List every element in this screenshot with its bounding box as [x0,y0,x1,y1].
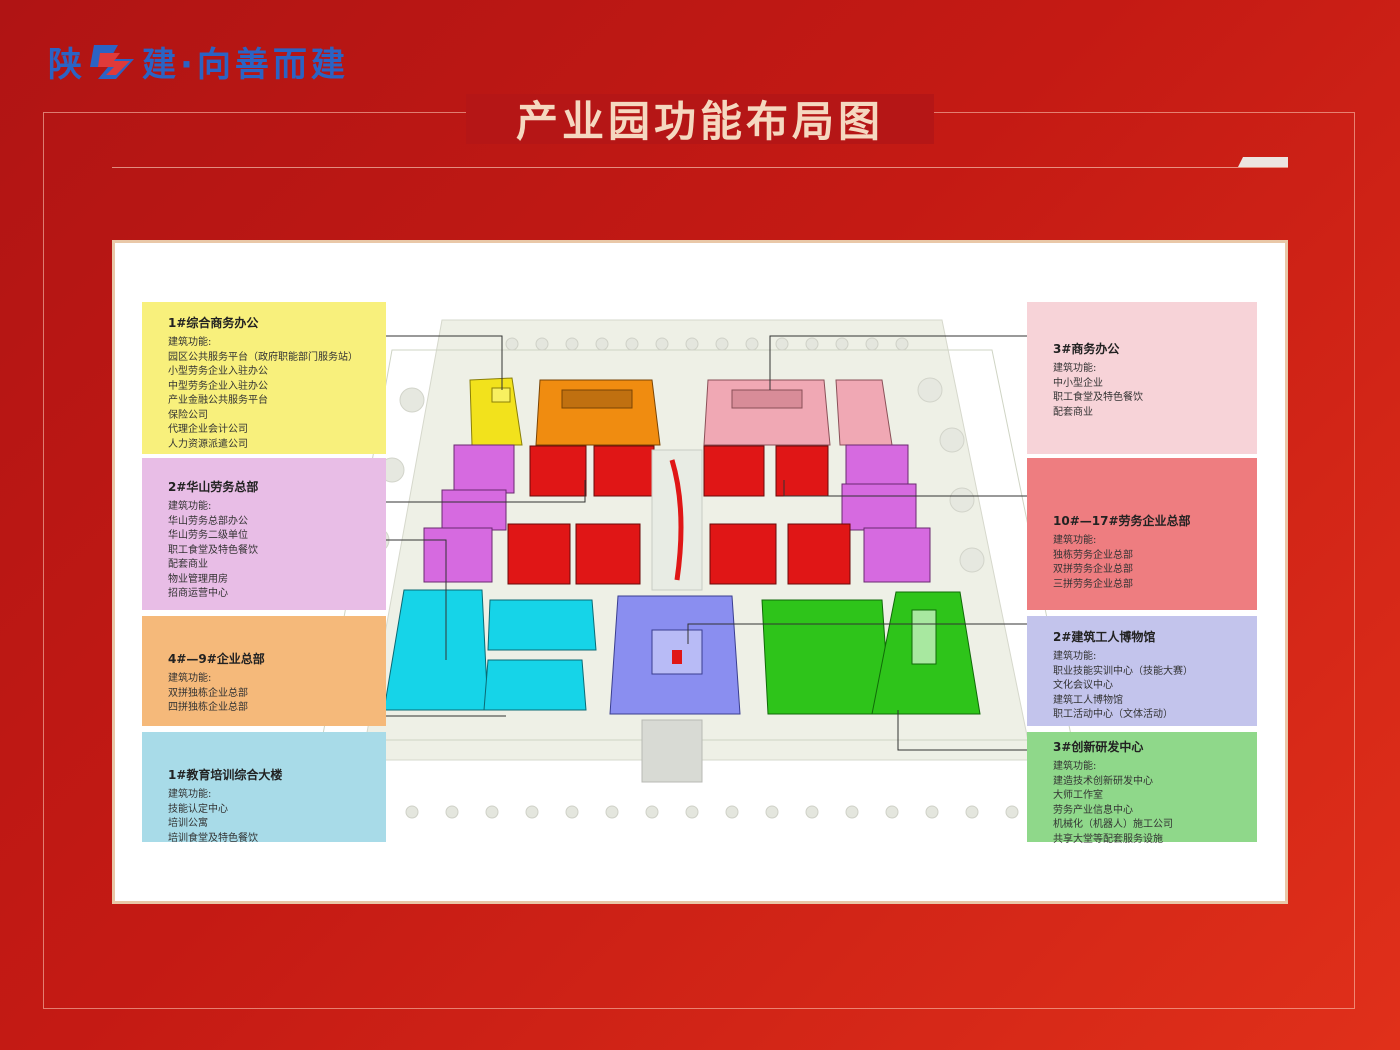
info-line: 中型劳务企业入驻办公 [168,380,268,392]
info-line: 职工活动中心（文体活动） [1053,709,1173,720]
info-line: 双拼独栋企业总部 [168,687,248,699]
info-box-3-business-office: 3#商务办公 建筑功能: 中小型企业 职工食堂及特色餐饮 配套商业 [1027,302,1257,454]
info-line: 大师工作室 [1053,790,1103,801]
logo-chevron-icon [90,45,134,79]
info-line: 培训食堂及特色餐饮 [168,832,258,844]
info-line: 四拼独栋企业总部 [168,702,248,713]
building-orange [535,379,661,446]
tree-row-bottom [405,805,1019,819]
info-line: 三拼劳务企业总部 [1053,578,1133,590]
info-line: 保险公司 [168,409,208,421]
info-line: 建筑功能: [1053,363,1097,374]
info-box-3-innovation-center: 3#创新研发中心 建筑功能: 建造技术创新研发中心 大师工作室 劳务产业信息中心… [1027,732,1257,845]
building-cyan [383,589,597,711]
info-line: 建筑功能: [168,673,212,684]
info-line: 建筑功能: [1053,761,1097,772]
logo-text-right: 建·向善而建 [142,44,349,85]
info-line: 小型劳务企业入驻办公 [168,366,268,377]
title-rule [112,167,1288,168]
tree-row-top [505,337,909,351]
info-box-title: 3#创新研发中心 [1053,740,1144,754]
page-title: 产业园功能布局图 [515,97,884,146]
info-line: 人力资源派遣公司 [168,438,248,450]
building-pink [703,379,893,446]
leader-lines [386,335,1027,751]
title-background [466,94,934,144]
info-line: 文化会议中心 [1053,680,1113,691]
info-line: 共享大堂等配套服务设施 [1053,833,1163,845]
entrance [641,719,703,783]
info-box-title: 10#—17#劳务企业总部 [1053,514,1191,528]
building-green [761,591,981,715]
info-line: 配套商业 [168,559,208,570]
info-line: 建造技术创新研发中心 [1053,775,1153,787]
info-line: 建筑功能: [168,789,212,800]
info-line: 建筑功能: [168,501,212,512]
info-line: 独栋劳务企业总部 [1053,549,1133,561]
info-line: 职工食堂及特色餐饮 [168,544,258,556]
info-line: 建筑功能: [1053,651,1097,662]
info-line: 劳务产业信息中心 [1053,804,1133,816]
info-line: 双拼劳务企业总部 [1053,564,1133,575]
building-magenta [423,444,931,583]
central-plaza [651,449,703,591]
info-box-2-huashan-hq: 2#华山劳务总部 建筑功能: 华山劳务总部办公 华山劳务二级单位 职工食堂及特色… [142,458,386,610]
info-box-4-9-enterprise-hq: 4#—9#企业总部 建筑功能: 双拼独栋企业总部 四拼独栋企业总部 [142,616,386,726]
info-line: 物业管理用房 [168,573,228,585]
info-line: 华山劳务二级单位 [168,530,248,541]
logo-text-left: 陕 [48,44,84,85]
info-box-title: 1#综合商务办公 [168,316,259,330]
info-line: 建筑功能: [168,337,212,348]
info-line: 产业金融公共服务平台 [168,395,268,406]
info-line: 配套商业 [1053,406,1093,418]
info-box-1-training-building: 1#教育培训综合大楼 建筑功能: 技能认定中心 培训公寓 培训食堂及特色餐饮 [142,732,386,844]
info-box-1-business-office: 1#综合商务办公 建筑功能: 园区公共服务平台（政府职能部门服务站） 小型劳务企… [142,302,386,454]
info-line: 职工食堂及特色餐饮 [1053,392,1143,403]
info-line: 园区公共服务平台（政府职能部门服务站） [168,351,358,363]
info-box-title: 1#教育培训综合大楼 [168,768,283,782]
info-box-title: 3#商务办公 [1053,342,1120,356]
site-plan [321,319,1073,819]
info-box-title: 2#华山劳务总部 [168,480,259,494]
building-blue [609,595,741,715]
info-line: 代理企业会计公司 [168,424,248,435]
info-box-2-workers-museum: 2#建筑工人博物馆 建筑功能: 职业技能实训中心（技能大赛） 文化会议中心 建筑… [1027,616,1257,726]
info-line: 建筑功能: [1053,535,1097,546]
info-line: 培训公寓 [168,818,208,829]
info-box-title: 4#—9#企业总部 [168,652,265,666]
info-box-10-17-labor-hq: 10#—17#劳务企业总部 建筑功能: 独栋劳务企业总部 双拼劳务企业总部 三拼… [1027,458,1257,610]
info-line: 中小型企业 [1053,377,1103,389]
info-line: 机械化（机器人）施工公司 [1053,819,1173,830]
building-yellow [469,377,523,446]
corner-accent [1238,157,1288,167]
info-line: 招商运营中心 [168,588,228,599]
info-line: 华山劳务总部办公 [168,515,248,527]
info-line: 建筑工人博物馆 [1053,694,1123,706]
info-line: 技能认定中心 [168,803,228,815]
info-line: 职业技能实训中心（技能大赛） [1053,665,1193,677]
logo: 陕 建·向善而建 [48,38,349,85]
info-box-title: 2#建筑工人博物馆 [1053,630,1156,644]
